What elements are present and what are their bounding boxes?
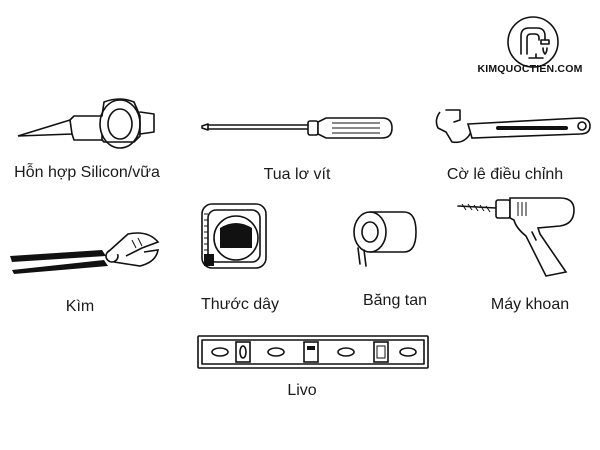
pliers-icon [10, 232, 160, 274]
brand-logo-icon [507, 16, 559, 68]
tape-measure-icon [201, 203, 267, 269]
screwdriver-icon [201, 117, 393, 139]
brand-name: KIMQUOCTIEN.COM [477, 63, 583, 75]
spirit-level-icon [197, 335, 429, 369]
drill-icon [457, 197, 575, 277]
tape-measure-label: Thước dây [200, 296, 280, 313]
wrench-label: Cờ lê điều chỉnh [446, 166, 564, 183]
level-label: Livo [287, 382, 317, 399]
silicon-gun-icon [17, 98, 155, 149]
drill-label: Máy khoan [490, 296, 570, 313]
pliers-label: Kìm [65, 298, 95, 315]
wrench-icon [435, 109, 591, 144]
screwdriver-label: Tua lơ vít [263, 166, 331, 183]
tape-roll-icon [353, 211, 417, 267]
silicon-gun-label: Hỗn hợp Silicon/vữa [14, 164, 160, 181]
tape-label: Băng tan [362, 292, 428, 309]
